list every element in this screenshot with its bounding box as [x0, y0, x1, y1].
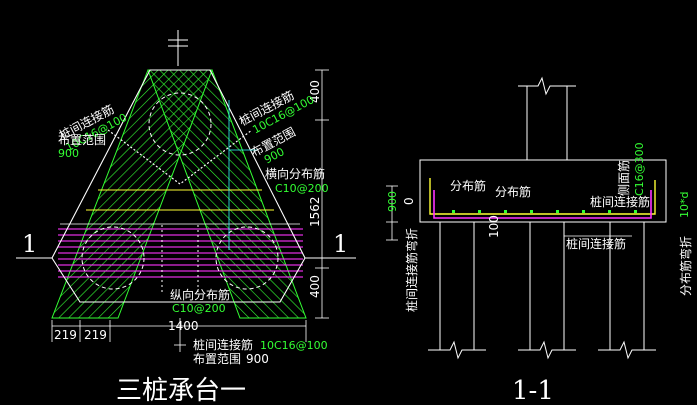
dim-400-top: 400 — [308, 80, 322, 103]
cap-section — [419, 159, 667, 223]
sec-dim-100: 100 — [487, 215, 501, 238]
sec-label-side-bar-spec: C16@300 — [633, 142, 646, 196]
label-transverse-spec: C10@200 — [275, 182, 329, 195]
section-mark-left: 1 — [22, 230, 37, 258]
sec-label-10d: 10*d — [678, 192, 691, 218]
pile-cap-plan: 1 1 400 1562 400 1400 219 219 桩间连接筋 10C1… — [16, 30, 356, 405]
rebar-band-horizontal — [58, 228, 303, 282]
label-bottom-link-spec: 10C16@100 — [260, 339, 328, 352]
section-view: 900 0 100 分布筋 分布筋 桩间连接筋 桩间连接筋 侧面筋 C16@30… — [386, 76, 693, 405]
label-longitudinal-spec: C10@200 — [172, 302, 226, 315]
dim-400-bottom: 400 — [308, 275, 322, 298]
plan-title: 三桩承台一 — [116, 376, 246, 405]
sec-label-dist-bend: 分布筋弯折 — [678, 236, 693, 296]
sec-label-side-bar: 侧面筋 — [616, 160, 631, 196]
sec-label-pile-link: 桩间连接筋 — [590, 194, 650, 209]
dim-1562: 1562 — [308, 196, 322, 227]
section-mark-right: 1 — [333, 230, 348, 258]
sec-dim-900: 900 — [386, 191, 399, 212]
label-range-left: 布置范围 — [58, 133, 106, 147]
sec-label-dist-1: 分布筋 — [450, 178, 486, 193]
dim-219-left: 219 — [54, 328, 77, 342]
label-bottom-range: 布置范围 — [193, 352, 241, 366]
pile-top — [148, 92, 212, 156]
sec-label-pile-link-bottom: 桩间连接筋 — [566, 236, 626, 251]
pile-left — [81, 226, 145, 290]
sec-label-pile-link-bend: 桩间连接筋弯折 — [404, 228, 419, 312]
label-bottom-range-value: 900 — [246, 352, 269, 366]
label-range-left-value: 900 — [58, 147, 79, 160]
column-break-mark — [518, 76, 576, 96]
pile-right — [215, 226, 279, 290]
sec-label-dist-2: 分布筋 — [495, 184, 531, 199]
rebar-dots — [452, 210, 637, 213]
label-longitudinal-dist: 纵向分布筋 — [170, 287, 230, 302]
dim-1400: 1400 — [168, 319, 199, 333]
sec-dim-0: 0 — [402, 197, 416, 205]
label-transverse-dist: 横向分布筋 — [265, 166, 325, 181]
dim-219-right: 219 — [84, 328, 107, 342]
section-title: 1-1 — [512, 376, 554, 405]
label-bottom-link: 桩间连接筋 — [193, 337, 253, 352]
